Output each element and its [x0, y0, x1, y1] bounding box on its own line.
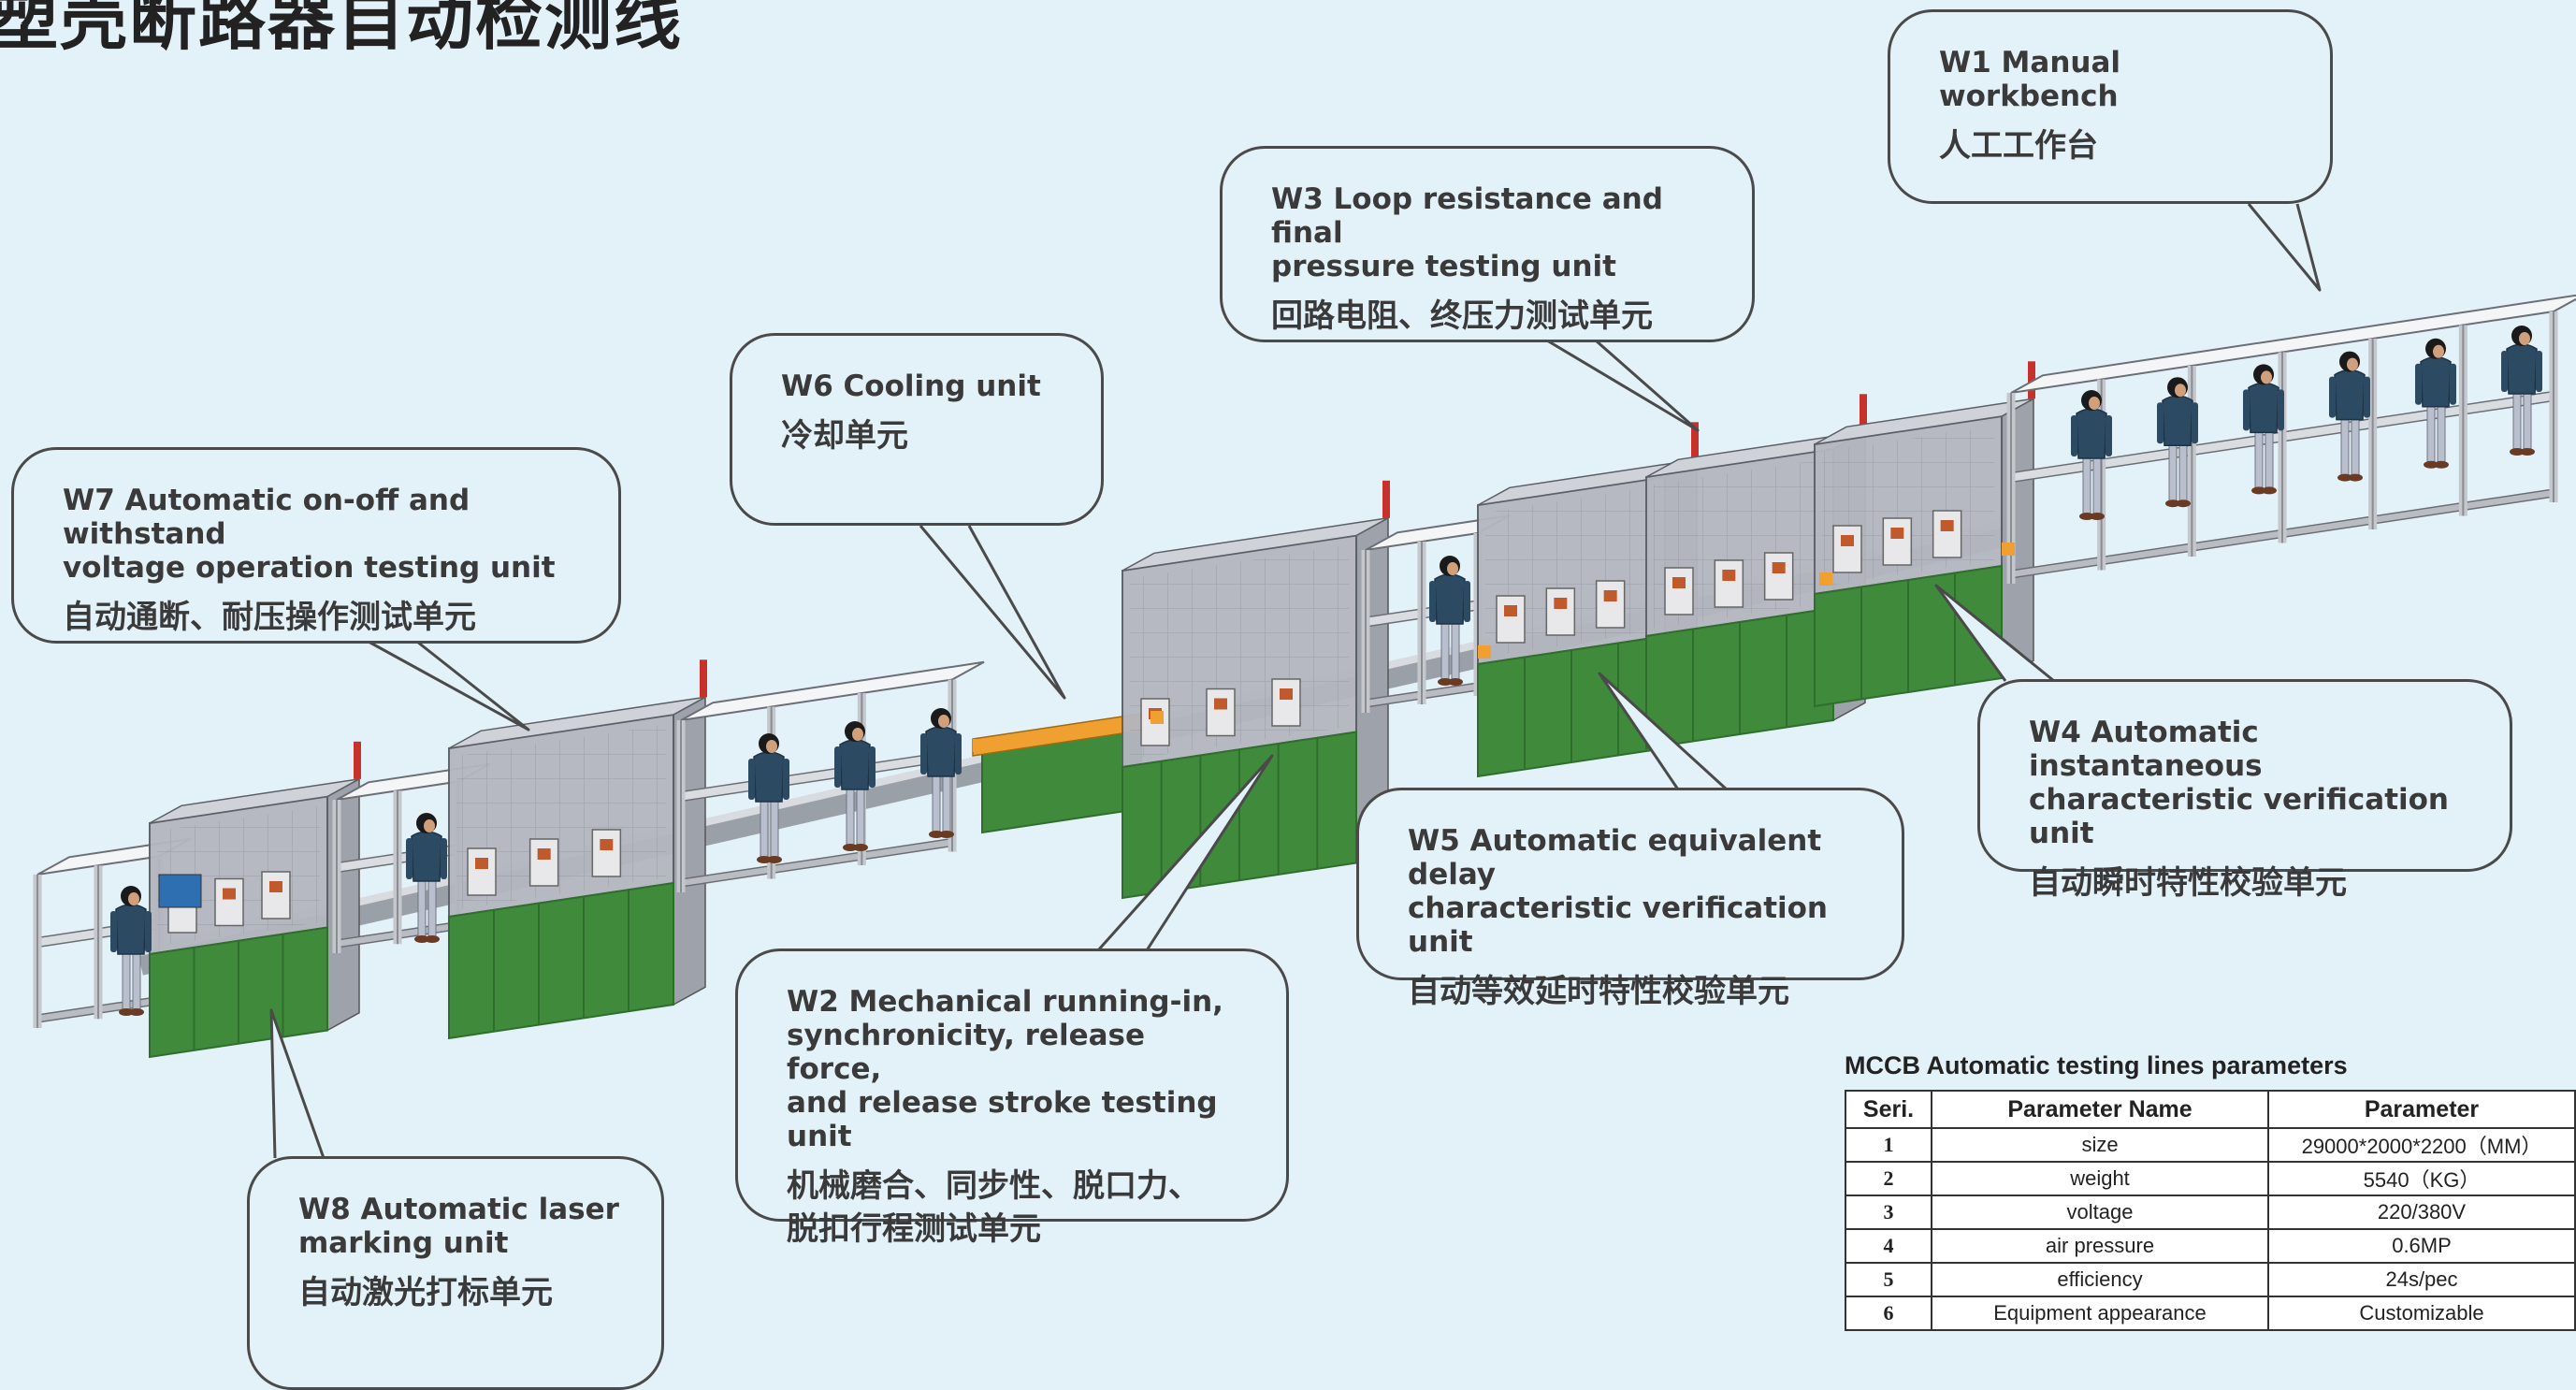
worker-c1 [748, 733, 789, 863]
cell-name: weight [1931, 1161, 2269, 1196]
leader-w8 [269, 1008, 326, 1159]
cell-seri: 1 [1845, 1127, 1932, 1163]
machine-w7 [448, 659, 707, 1040]
cell-value: 220/380V [2267, 1195, 2576, 1230]
header-parameter: Parameter [2267, 1090, 2576, 1129]
cell-value: 0.6MP [2267, 1228, 2576, 1264]
leader-w1 [2247, 203, 2322, 292]
page-title: 塑壳断路器自动检测线 [0, 0, 684, 59]
worker-w1-3 [2243, 364, 2284, 495]
callout-w7-en: W7 Automatic on-off and withstand voltag… [63, 484, 556, 585]
cell-name: Equipment appearance [1931, 1296, 2269, 1331]
callout-w3: W3 Loop resistance and final pressure te… [1220, 146, 1755, 342]
conveyor-accent-0 [973, 739, 986, 752]
callout-w6: W6 Cooling unit 冷却单元 [730, 333, 1104, 526]
cell-seri: 2 [1845, 1161, 1932, 1196]
table-row: 2 weight 5540（KG） [1845, 1161, 2576, 1196]
cell-value: 5540（KG） [2267, 1161, 2576, 1196]
leader-w7 [368, 640, 530, 731]
cell-name: size [1931, 1127, 2269, 1163]
callout-leader-lines [269, 203, 2322, 1159]
leader-w5 [1598, 672, 1729, 791]
leader-w6 [919, 525, 1066, 700]
table-row: 6 Equipment appearance Customizable [1845, 1296, 2576, 1331]
cell-seri: 6 [1845, 1296, 1932, 1331]
callout-w8-en: W8 Automatic laser marking unit [298, 1193, 619, 1260]
callout-w4: W4 Automatic instantaneous characteristi… [1977, 679, 2512, 902]
worker-w5 [1429, 556, 1470, 686]
machine-w2 [1122, 480, 1390, 900]
table-row: 4 air pressure 0.6MP [1845, 1228, 2576, 1264]
callout-w5-cn: 自动等效延时特性校验单元 [1408, 973, 1789, 1010]
callout-w2-en: W2 Mechanical running-in, synchronicity,… [787, 985, 1223, 1153]
machine-w8 [149, 741, 361, 1059]
conveyor-accent-3 [1819, 572, 1832, 586]
worker-w7 [406, 813, 447, 943]
cell-seri: 5 [1845, 1262, 1932, 1297]
laser-screen [158, 874, 202, 908]
worker-w1-6 [2501, 326, 2542, 456]
header-seri: Seri. [1845, 1090, 1932, 1129]
table-row: 3 voltage 220/380V [1845, 1195, 2576, 1230]
worker-w8 [110, 886, 152, 1016]
cell-name: voltage [1931, 1195, 2269, 1230]
callout-w8-cn: 自动激光打标单元 [298, 1274, 553, 1311]
conveyor-accent-1 [1151, 711, 1164, 724]
callout-w3-en: W3 Loop resistance and final pressure te… [1271, 182, 1663, 283]
callout-w1-en: W1 Manual workbench [1939, 46, 2121, 113]
callout-w4-en: W4 Automatic instantaneous characteristi… [2029, 716, 2450, 850]
header-parameter-name: Parameter Name [1931, 1090, 2269, 1129]
callout-w7: W7 Automatic on-off and withstand voltag… [11, 447, 621, 644]
callout-w5: W5 Automatic equivalent delay characteri… [1356, 788, 1904, 1010]
callout-w3-cn: 回路电阻、终压力测试单元 [1271, 297, 1653, 335]
callout-w1: W1 Manual workbench 人工工作台 [1888, 9, 2333, 204]
parameters-table: Seri. Parameter Name Parameter 1 size 29… [1845, 1090, 2576, 1331]
callout-w6-en: W6 Cooling unit [781, 369, 1041, 403]
callout-w8: W8 Automatic laser marking unit 自动激光打标单元 [247, 1156, 664, 1390]
cell-value: 24s/pec [2267, 1262, 2576, 1297]
worker-c3 [920, 708, 962, 838]
callout-w2-cn: 机械磨合、同步性、脱口力、 脱扣行程测试单元 [787, 1167, 1200, 1248]
leader-w3 [1546, 339, 1700, 432]
leader-w2 [1096, 754, 1274, 951]
production-line-illustration [33, 203, 2576, 1159]
worker-w1-1 [2071, 390, 2112, 520]
cell-seri: 3 [1845, 1195, 1932, 1230]
leader-w4 [1934, 584, 2055, 683]
parameters-panel: MCCB Automatic testing lines parameters … [1845, 1051, 2576, 1331]
parameters-header-row: Seri. Parameter Name Parameter [1845, 1090, 2576, 1129]
callout-w1-cn: 人工工作台 [1939, 127, 2098, 165]
table-row: 5 efficiency 24s/pec [1845, 1262, 2576, 1297]
callout-w7-cn: 自动通断、耐压操作测试单元 [63, 599, 476, 636]
cell-name: efficiency [1931, 1262, 2269, 1297]
callout-w2: W2 Mechanical running-in, synchronicity,… [735, 948, 1289, 1248]
cell-seri: 4 [1845, 1228, 1932, 1264]
cell-value: Customizable [2267, 1296, 2576, 1331]
callout-w5-en: W5 Automatic equivalent delay characteri… [1408, 824, 1829, 959]
cell-value: 29000*2000*2200（MM） [2267, 1127, 2576, 1163]
conveyor-accent-4 [2002, 543, 2015, 556]
worker-w1-5 [2415, 338, 2456, 469]
worker-c2 [834, 721, 876, 851]
parameters-title: MCCB Automatic testing lines parameters [1845, 1051, 2348, 1079]
callout-w6-cn: 冷却单元 [781, 417, 908, 455]
worker-w1-2 [2157, 377, 2198, 508]
conveyor-accent-2 [1478, 645, 1491, 659]
machine-group [33, 294, 2576, 1059]
callout-w4-cn: 自动瞬时特性校验单元 [2029, 864, 2347, 902]
cell-name: air pressure [1931, 1228, 2269, 1264]
worker-w1-4 [2329, 351, 2370, 482]
table-row: 1 size 29000*2000*2200（MM） [1845, 1127, 2576, 1163]
